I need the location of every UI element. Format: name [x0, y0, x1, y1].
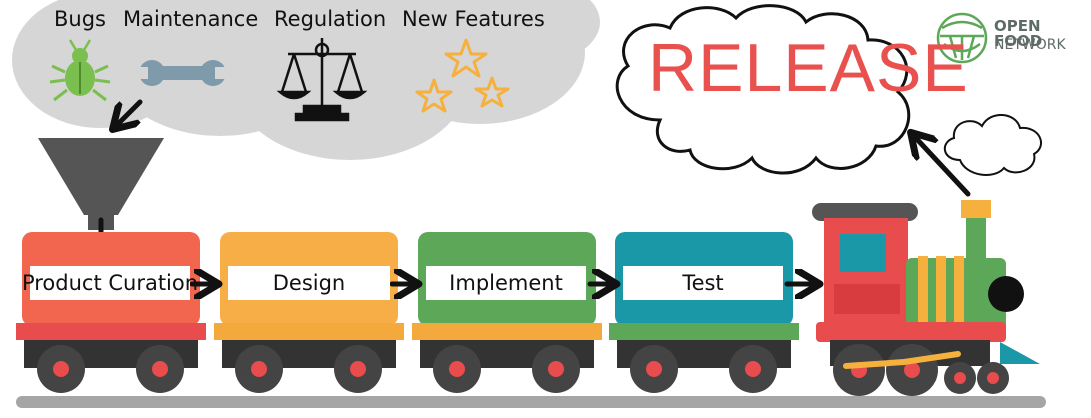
rail — [16, 396, 1046, 408]
bug-icon — [49, 39, 111, 102]
star-icon — [415, 38, 510, 113]
category-bugs-label: Bugs — [54, 7, 106, 31]
engine-to-release-arrow — [914, 136, 971, 197]
stage-test-label: Test — [623, 266, 783, 300]
category-maintenance-label: Maintenance — [123, 7, 259, 31]
category-regulation-label: Regulation — [274, 7, 387, 31]
logo-text-line2: NETWORK — [994, 37, 1066, 53]
scales-icon — [276, 38, 368, 122]
cloud-to-funnel-arrow — [116, 99, 143, 126]
funnel — [38, 138, 164, 230]
locomotive — [812, 200, 1040, 396]
open-food-network-logo-icon — [936, 12, 988, 64]
logo-text-line1: OPEN FOOD — [994, 17, 1043, 50]
car-implement — [412, 232, 602, 393]
smoke-cloud — [944, 114, 1042, 176]
car-product-curation — [16, 232, 206, 393]
release-cloud — [615, 4, 911, 175]
category-new-features-label: New Features — [402, 7, 545, 31]
wrench-icon — [134, 60, 229, 86]
stage-design-label: Design — [228, 266, 390, 300]
stage-product-curation-label: Product Curation — [22, 266, 198, 300]
release-label: RELEASE — [648, 30, 969, 106]
car-design — [214, 232, 404, 393]
stage-implement-label: Implement — [426, 266, 586, 300]
car-test — [609, 232, 799, 393]
